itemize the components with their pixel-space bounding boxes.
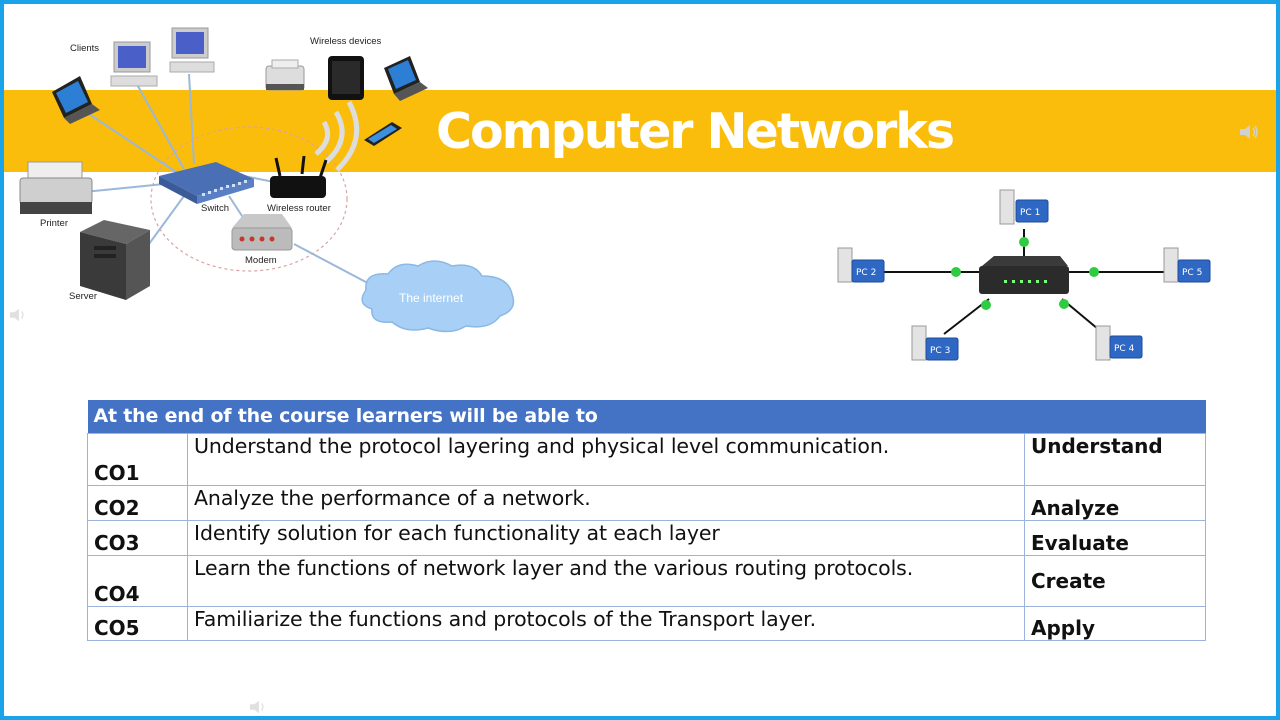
desktop-icon: [110, 41, 158, 87]
pc-label: PC 1: [1020, 208, 1040, 218]
pc-label: PC 2: [856, 268, 876, 278]
printer-icon: [265, 59, 305, 91]
table-header: At the end of the course learners will b…: [87, 400, 1206, 433]
speaker-icon[interactable]: [8, 306, 28, 324]
laptop-icon: [384, 56, 428, 101]
table-row: CO3 Identify solution for each functiona…: [87, 519, 1206, 556]
table-row: CO2 Analyze the performance of a network…: [87, 484, 1206, 521]
modem-icon: [231, 214, 293, 251]
clients-label: Clients: [70, 43, 99, 54]
switch-icon: [159, 162, 254, 204]
network-diagram: Clients Wireless devices: [19, 27, 515, 333]
pc-1-icon: PC 1: [999, 189, 1049, 225]
star-topology-diagram: PC 1 PC 2 PC 3 PC 4 PC 5: [837, 189, 1211, 361]
slide-title: Computer Networks: [436, 103, 955, 160]
speaker-icon[interactable]: [1238, 122, 1260, 142]
server-label: Server: [69, 291, 97, 302]
printer-icon: [19, 161, 93, 214]
outcome-description: Understand the protocol layering and phy…: [187, 432, 1025, 486]
outcome-description: Identify solution for each functionality…: [187, 519, 1025, 556]
outcome-description: Learn the functions of network layer and…: [187, 554, 1025, 607]
switch-label: Switch: [201, 203, 229, 214]
tablet-icon: [328, 56, 364, 100]
course-outcomes-table: At the end of the course learners will b…: [87, 400, 1206, 641]
pc-2-icon: PC 2: [837, 247, 885, 283]
internet-label: The internet: [399, 291, 464, 305]
outcome-level: Understand: [1024, 432, 1206, 486]
pc-3-icon: PC 3: [911, 325, 959, 361]
outcome-level: Evaluate: [1024, 519, 1206, 556]
table-row: CO5 Familiarize the functions and protoc…: [87, 605, 1206, 641]
laptop-icon: [52, 76, 100, 124]
outcome-level: Apply: [1024, 605, 1206, 641]
outcome-description: Analyze the performance of a network.: [187, 484, 1025, 521]
outcome-code: CO5: [87, 605, 188, 641]
outcome-code: CO3: [87, 519, 188, 556]
wireless-router-icon: [270, 155, 328, 198]
pc-label: PC 3: [930, 346, 950, 356]
pc-4-icon: PC 4: [1095, 325, 1143, 361]
speaker-icon[interactable]: [248, 698, 268, 716]
outcome-code: CO2: [87, 484, 188, 521]
network-hub-icon: [979, 256, 1069, 294]
wireless-devices-label: Wireless devices: [310, 36, 382, 47]
outcome-code: CO4: [87, 554, 188, 607]
table-row: CO4 Learn the functions of network layer…: [87, 554, 1206, 607]
modem-label: Modem: [245, 255, 277, 266]
internet-cloud-icon: [361, 260, 515, 333]
printer-label: Printer: [40, 218, 68, 229]
outcome-description: Familiarize the functions and protocols …: [187, 605, 1025, 641]
outcome-level: Analyze: [1024, 484, 1206, 521]
pc-label: PC 5: [1182, 268, 1202, 278]
outcome-code: CO1: [87, 432, 188, 486]
pc-5-icon: PC 5: [1163, 247, 1211, 283]
table-row: CO1 Understand the protocol layering and…: [87, 432, 1206, 486]
phone-icon: [364, 122, 402, 146]
server-icon: [80, 220, 150, 300]
desktop-icon: [169, 27, 215, 73]
outcome-level: Create: [1024, 554, 1206, 607]
wireless-router-label: Wireless router: [267, 203, 331, 214]
pc-label: PC 4: [1114, 344, 1135, 354]
